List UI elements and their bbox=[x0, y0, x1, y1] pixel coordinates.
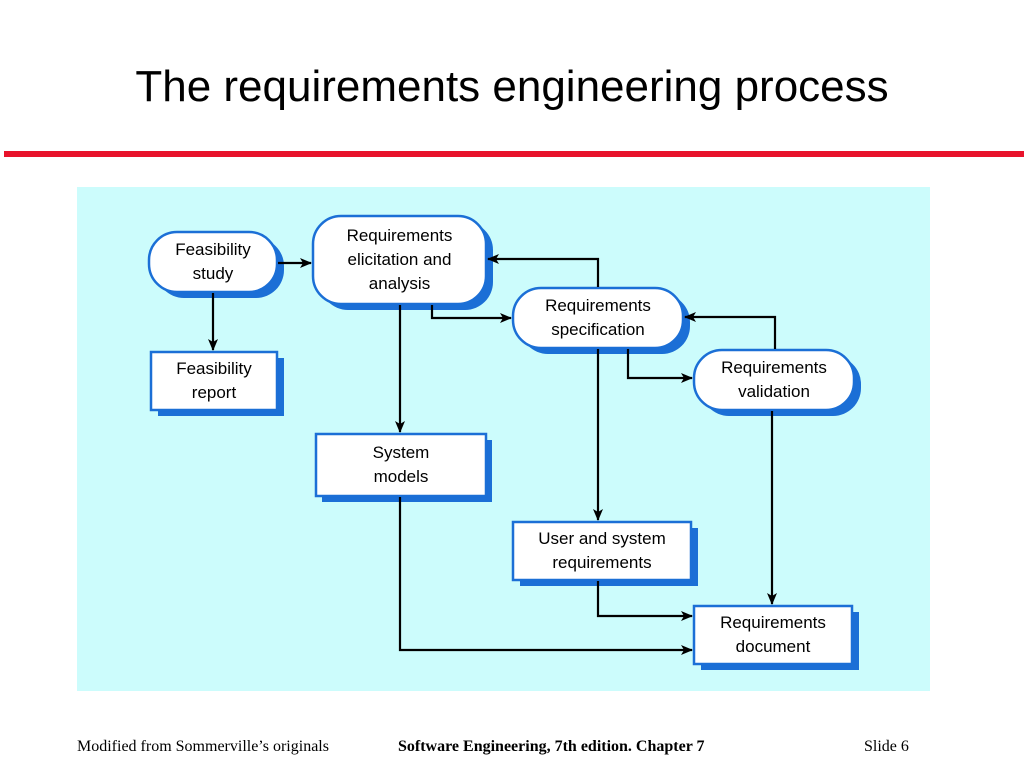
arrow-user-req-to-document bbox=[596, 581, 693, 621]
specification-node[interactable] bbox=[511, 286, 685, 350]
elicitation-node[interactable] bbox=[311, 214, 488, 306]
arrow-elicitation-to-specification bbox=[430, 305, 512, 323]
title-divider bbox=[4, 151, 1024, 157]
slide-title: The requirements engineering process bbox=[135, 62, 889, 111]
feasibility-report-node[interactable] bbox=[149, 350, 279, 412]
arrow-models-to-document bbox=[398, 497, 693, 655]
footer-slide-number: Slide 6 bbox=[864, 738, 909, 755]
process-diagram: Feasibility study Requirements elicitati… bbox=[77, 187, 930, 691]
feasibility-study-node[interactable] bbox=[147, 230, 279, 294]
user-system-req-node[interactable] bbox=[511, 520, 693, 582]
arrow-specification-to-validation bbox=[626, 349, 693, 383]
arrow-specification-to-elicitation bbox=[487, 254, 600, 287]
footer-attribution: Modified from Sommerville’s originals bbox=[77, 738, 329, 755]
footer-book-title: Software Engineering, 7th edition. Chapt… bbox=[398, 738, 705, 755]
req-document-node[interactable] bbox=[692, 604, 854, 666]
system-models-node[interactable] bbox=[314, 432, 488, 498]
arrow-validation-to-specification bbox=[684, 312, 777, 349]
validation-node[interactable] bbox=[692, 348, 856, 412]
diagram-canvas bbox=[147, 214, 861, 670]
